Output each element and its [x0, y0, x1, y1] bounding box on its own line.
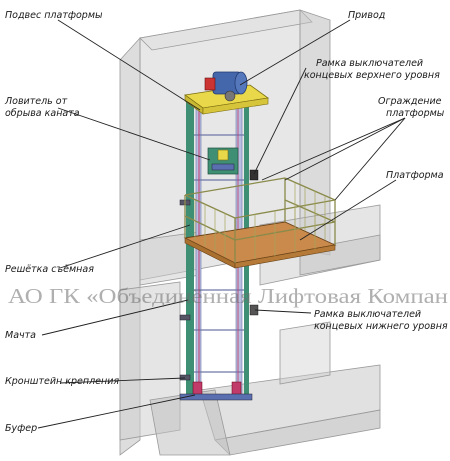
label-mast: Мачта	[5, 330, 36, 341]
label-mounting-bracket: Кронштейн крепления	[5, 376, 119, 387]
label-upper-limit-frame-line2: концевых верхнего уровня	[304, 70, 440, 81]
upper-limit-switch-frame	[249, 169, 259, 181]
label-platform-suspension: Подвес платформы	[5, 10, 103, 21]
label-platform-fence-line1: Ограждение	[378, 96, 442, 107]
label-platform: Платформа	[386, 170, 444, 181]
label-rope-catcher-line1: Ловитель от	[4, 96, 68, 107]
label-drive: Привод	[348, 10, 386, 21]
label-rope-catcher-line2: обрыва каната	[5, 108, 80, 119]
label-lower-limit-frame-line2: концевых нижнего уровня	[314, 321, 448, 332]
rope-catcher	[207, 147, 239, 175]
drive-unit	[183, 71, 270, 115]
buffer	[179, 381, 253, 401]
label-buffer: Буфер	[5, 423, 37, 434]
leader-lines	[37, 19, 406, 429]
label-upper-limit-frame-line1: Рамка выключателей	[316, 58, 423, 69]
label-platform-fence-line2: платформы	[386, 108, 445, 119]
label-removable-grate: Решётка съёмная	[5, 264, 94, 275]
label-lower-limit-frame-line1: Рамка выключателей	[314, 309, 421, 320]
callout-labels: Подвес платформы Привод Рамка выключател…	[4, 10, 448, 434]
watermark-text: АО ГК «Объединённая Лифтовая Компан	[8, 284, 448, 308]
platform	[183, 177, 337, 269]
